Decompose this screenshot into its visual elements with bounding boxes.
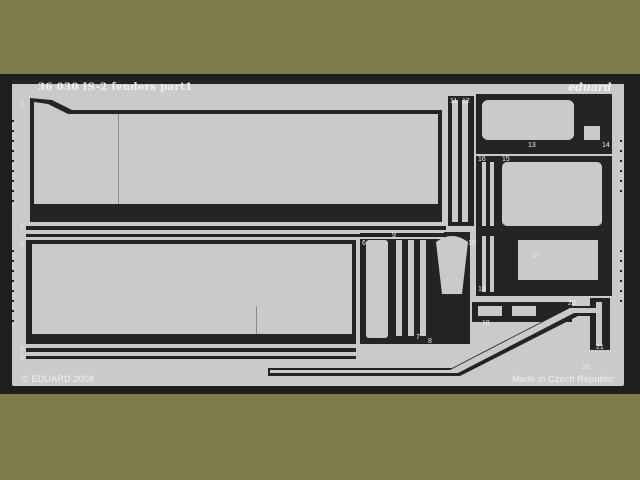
part-21	[596, 302, 602, 346]
part-number: 19	[482, 320, 490, 327]
part-3	[32, 244, 352, 334]
part-13	[482, 100, 574, 140]
part-number: 1	[20, 102, 24, 109]
part-17	[518, 240, 598, 280]
fret-artwork	[12, 80, 624, 376]
part-number: 11	[450, 98, 458, 105]
part-number: 17	[532, 252, 540, 259]
part-7	[396, 240, 402, 336]
part-10	[436, 236, 468, 294]
part-number: 13	[528, 142, 536, 149]
fret-title: 36 030 IS-2 fenders part1	[38, 82, 193, 93]
part-number: 20	[568, 300, 576, 307]
part-number: 6	[362, 240, 366, 247]
right-sprue-holes	[620, 140, 622, 302]
part-22	[270, 308, 600, 373]
photo-etch-fret: 36 030 IS-2 fenders part1 eduard © EDUAR…	[12, 80, 624, 386]
made-in-text: Made in Czech Republic	[512, 374, 614, 384]
part-14	[584, 126, 600, 140]
part-19	[478, 306, 502, 316]
brand-logo-text: eduard	[568, 81, 612, 94]
part-20	[512, 306, 536, 316]
part-6	[366, 240, 388, 338]
part-number: 16	[478, 156, 486, 163]
part-number: 3	[20, 242, 24, 249]
part-number: 15	[502, 156, 510, 163]
left-sprue-holes	[12, 120, 14, 322]
part-number: 12	[462, 98, 470, 105]
photo-etch-frame: 36 030 IS-2 fenders part1 eduard © EDUAR…	[0, 74, 640, 394]
part-4	[28, 352, 354, 355]
part-number: 18	[478, 286, 486, 293]
part-2	[28, 230, 444, 233]
part-number: 10	[468, 240, 476, 247]
part-8	[408, 240, 414, 336]
part-number: 5	[20, 355, 24, 362]
part-15	[502, 162, 602, 226]
part-number: 2	[20, 224, 24, 231]
part-1	[34, 102, 438, 204]
part-number: 4	[20, 346, 24, 353]
part-5	[28, 359, 354, 361]
part-number: 8	[428, 338, 432, 345]
part-number: 14	[602, 142, 610, 149]
part-number: 21	[596, 344, 604, 351]
part-number: 7	[416, 334, 420, 341]
copyright-text: © EDUARD 2008	[22, 374, 95, 384]
part-number: 9	[392, 232, 396, 239]
part-number: 22	[582, 364, 590, 371]
